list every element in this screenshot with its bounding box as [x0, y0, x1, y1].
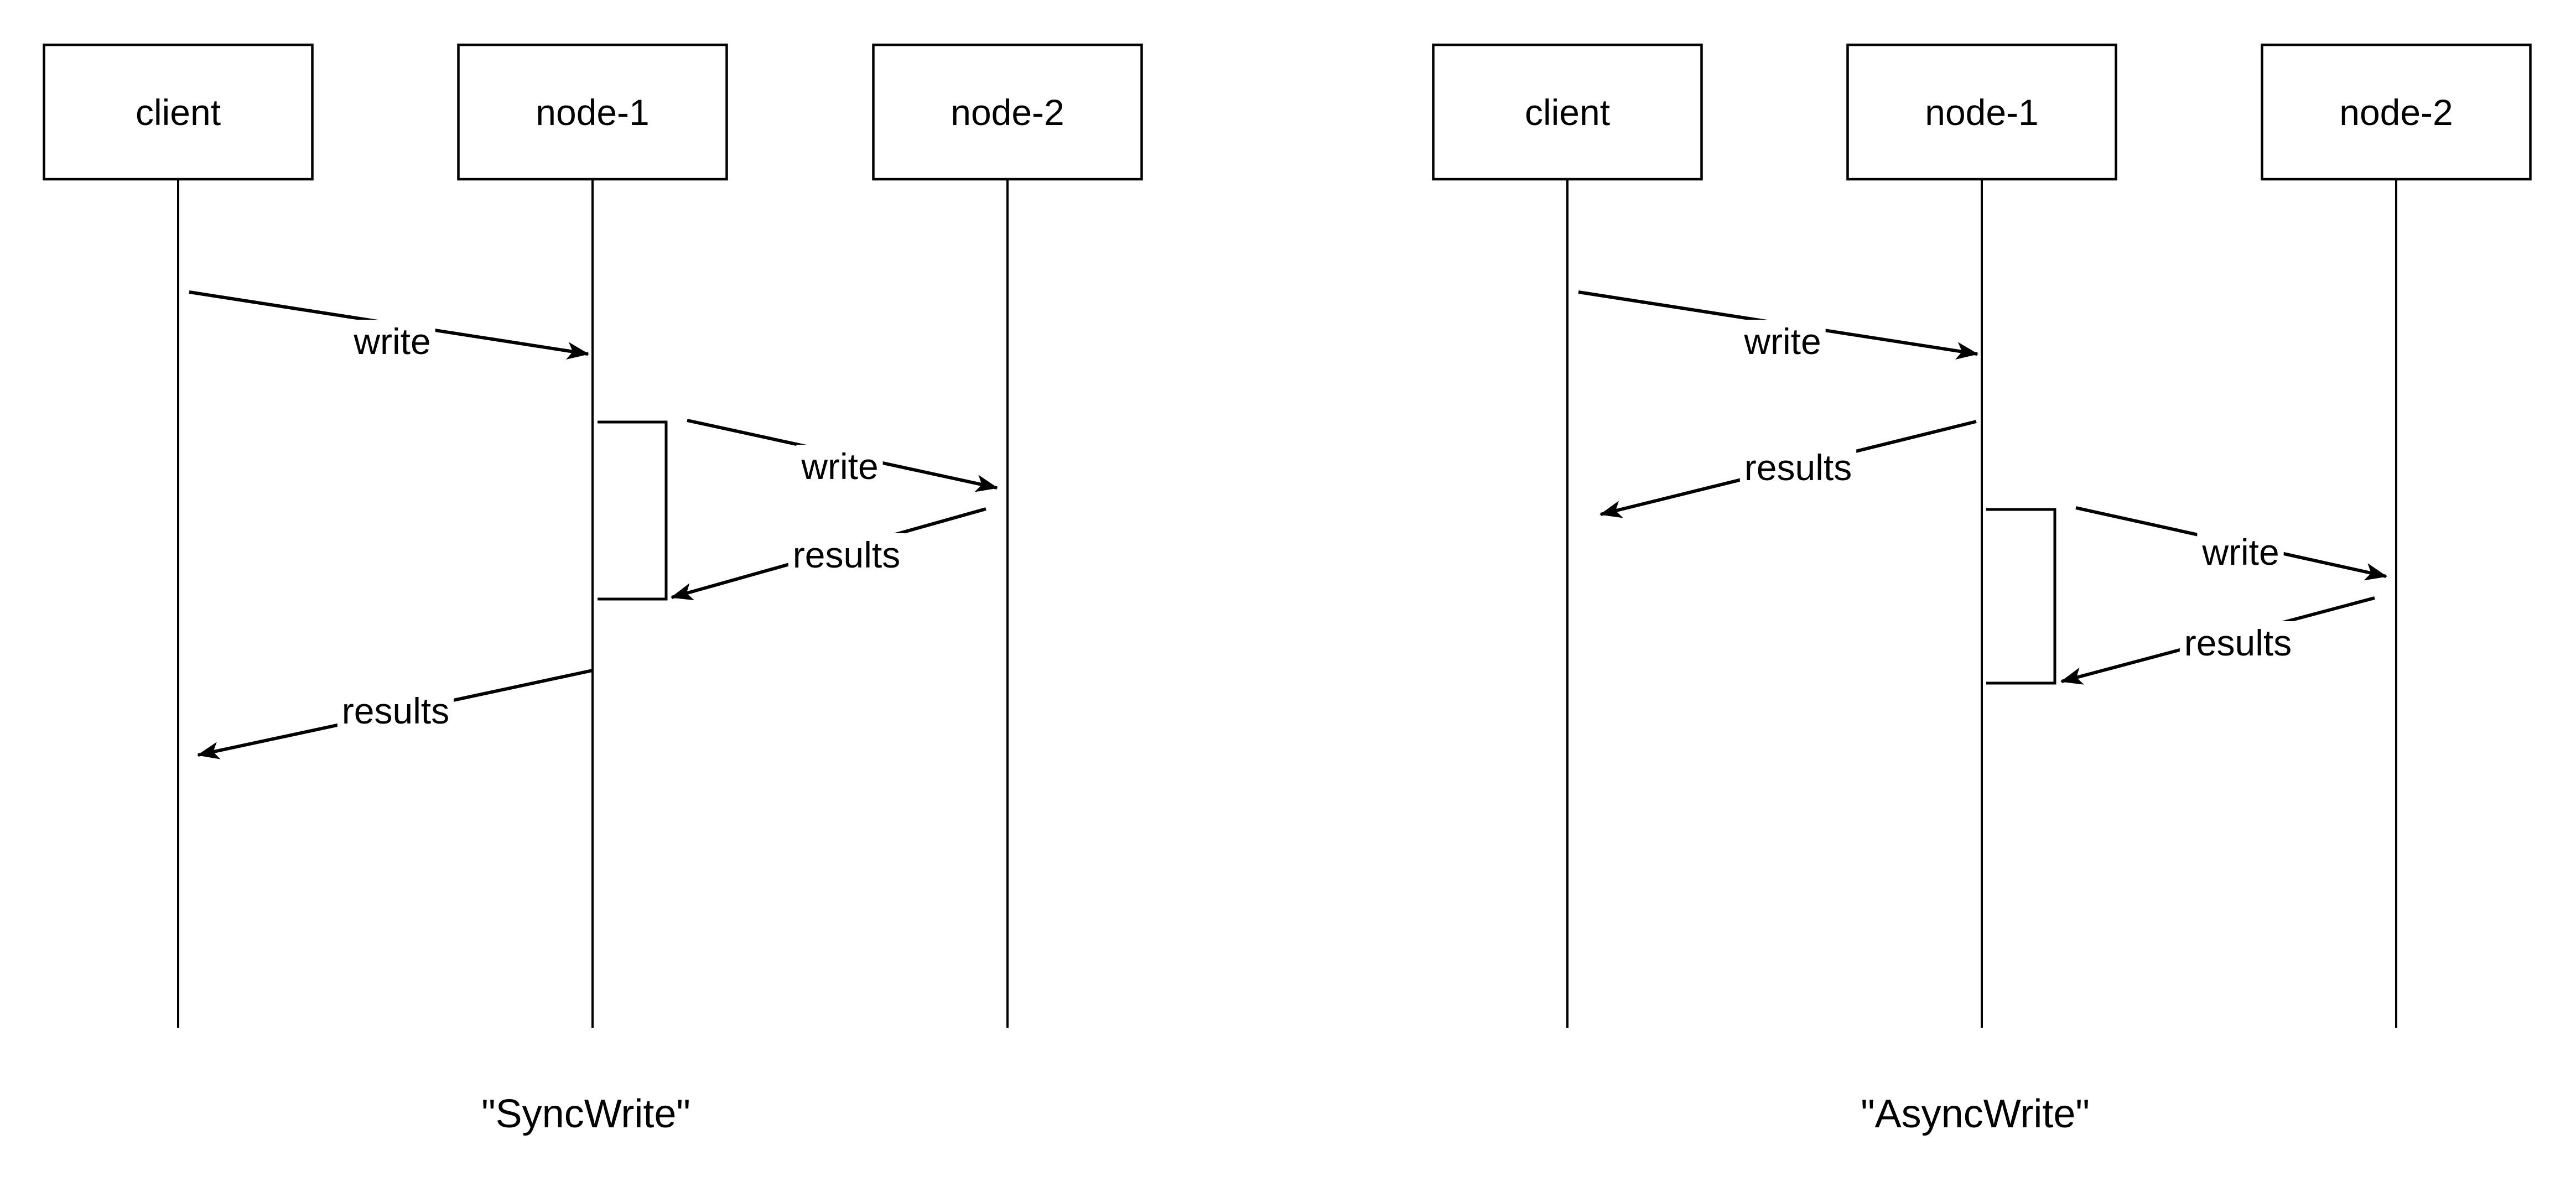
- message-results-node-2-to-node-1: results: [2060, 596, 2375, 685]
- diagram-caption: "SyncWrite": [481, 1092, 690, 1136]
- actor-label-client: client: [136, 92, 221, 133]
- label-halo: [349, 320, 435, 363]
- message-label: write: [1743, 321, 1821, 362]
- message-label: results: [793, 534, 900, 575]
- diagram-asyncwrite: client node-1 node-2 write results write…: [1432, 43, 2532, 1136]
- label-halo: [796, 445, 883, 488]
- label-halo: [337, 689, 454, 732]
- label-halo: [2179, 621, 2297, 664]
- message-write-client-to-node-1: write: [1578, 290, 1978, 363]
- message-label: write: [801, 446, 878, 487]
- label-halo: [788, 533, 905, 576]
- label-halo: [1739, 446, 1857, 489]
- message-write-node-1-to-node-2: write: [2075, 506, 2387, 581]
- message-results-node-1-to-client: results: [1599, 420, 1977, 518]
- message-results-node-2-to-node-1: results: [671, 507, 986, 601]
- message-label: results: [1744, 447, 1852, 488]
- message-label: write: [353, 321, 430, 362]
- message-label: results: [342, 690, 449, 731]
- actor-label-node-1: node-1: [536, 92, 650, 133]
- message-write-node-1-to-node-2: write: [687, 419, 998, 492]
- actor-label-client: client: [1525, 92, 1610, 133]
- activation-box-node-1: [598, 420, 668, 601]
- actor-box-client: [1432, 43, 1703, 181]
- actor-label-node-2: node-2: [2339, 92, 2453, 133]
- message-results-node-1-to-client: results: [197, 669, 593, 759]
- diagram-syncwrite: client node-1 node-2 write write results…: [43, 43, 1143, 1136]
- actor-box-client: [43, 43, 314, 181]
- label-halo: [1739, 320, 1826, 363]
- message-write-client-to-node-1: write: [189, 290, 589, 363]
- actor-label-node-1: node-1: [1925, 92, 2039, 133]
- label-halo: [2197, 530, 2284, 574]
- actor-label-node-2: node-2: [951, 92, 1064, 133]
- actor-box-node-1: [1846, 43, 2117, 181]
- diagram-caption: "AsyncWrite": [1861, 1092, 2090, 1136]
- actor-box-node-1: [457, 43, 728, 181]
- message-label: write: [2201, 532, 2279, 573]
- actor-box-node-2: [872, 43, 1143, 181]
- activation-box-node-1: [1986, 508, 2056, 685]
- actor-box-node-2: [2261, 43, 2532, 181]
- message-label: results: [2184, 622, 2292, 663]
